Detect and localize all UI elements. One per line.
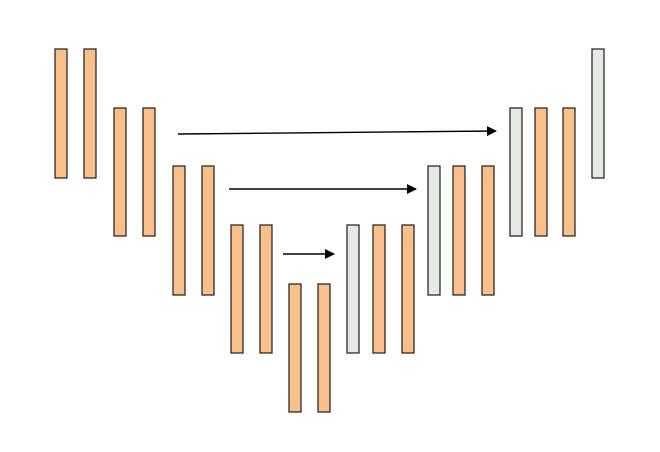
encoder-block-level-3-2 bbox=[201, 165, 215, 296]
encoder-block-level-2-2 bbox=[142, 107, 156, 237]
upsample-block-level-3-1 bbox=[427, 165, 441, 296]
upsample-block-level-2-1 bbox=[509, 107, 523, 237]
encoder-block-level-3-1 bbox=[172, 165, 186, 296]
encoder-block-level-4-2 bbox=[259, 224, 273, 354]
decoder-conv-block-level-2-3 bbox=[562, 107, 576, 237]
encoder-block-level-1-2 bbox=[83, 48, 97, 179]
decoder-conv-block-level-3-3 bbox=[481, 165, 495, 296]
decoder-conv-block-level-4-2 bbox=[372, 224, 386, 354]
skip-connection-arrow-level-2 bbox=[177, 126, 497, 137]
decoder-conv-block-level-3-2 bbox=[452, 165, 466, 296]
decoder-conv-block-level-2-2 bbox=[534, 107, 548, 237]
encoder-block-level-2-1 bbox=[113, 107, 127, 237]
skip-connection-arrows bbox=[177, 126, 497, 259]
decoder-conv-block-level-4-3 bbox=[401, 224, 415, 354]
encoder-block-level-5-1 bbox=[288, 283, 302, 413]
upsample-block-level-1-1 bbox=[591, 48, 605, 179]
upsample-block-level-4-1 bbox=[346, 224, 360, 354]
encoder-block-level-4-1 bbox=[230, 224, 244, 354]
encoder-block-level-5-2 bbox=[317, 283, 331, 413]
blocks-layer bbox=[54, 48, 605, 413]
encoder-block-level-1-1 bbox=[54, 48, 68, 179]
